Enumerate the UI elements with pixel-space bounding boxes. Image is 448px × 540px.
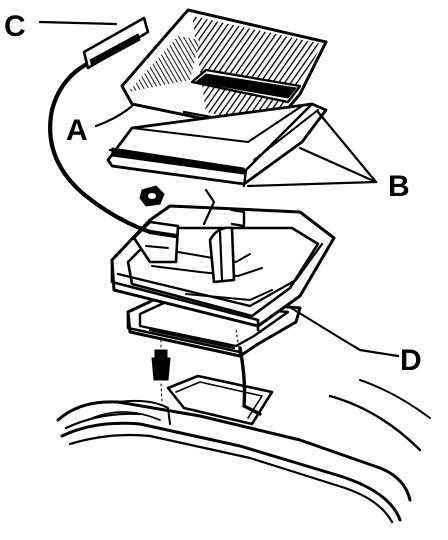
- nut: [139, 185, 165, 207]
- callout-a: A: [66, 114, 88, 147]
- wire-lead: [48, 55, 262, 416]
- callout-d: D: [400, 344, 422, 377]
- connector-c: [82, 16, 150, 70]
- callout-b: B: [388, 170, 410, 203]
- leader-lines: [38, 20, 400, 358]
- screw: [151, 349, 171, 403]
- callout-c: C: [4, 10, 26, 43]
- reflector-a: [120, 8, 328, 134]
- diffuser-b: [106, 102, 328, 188]
